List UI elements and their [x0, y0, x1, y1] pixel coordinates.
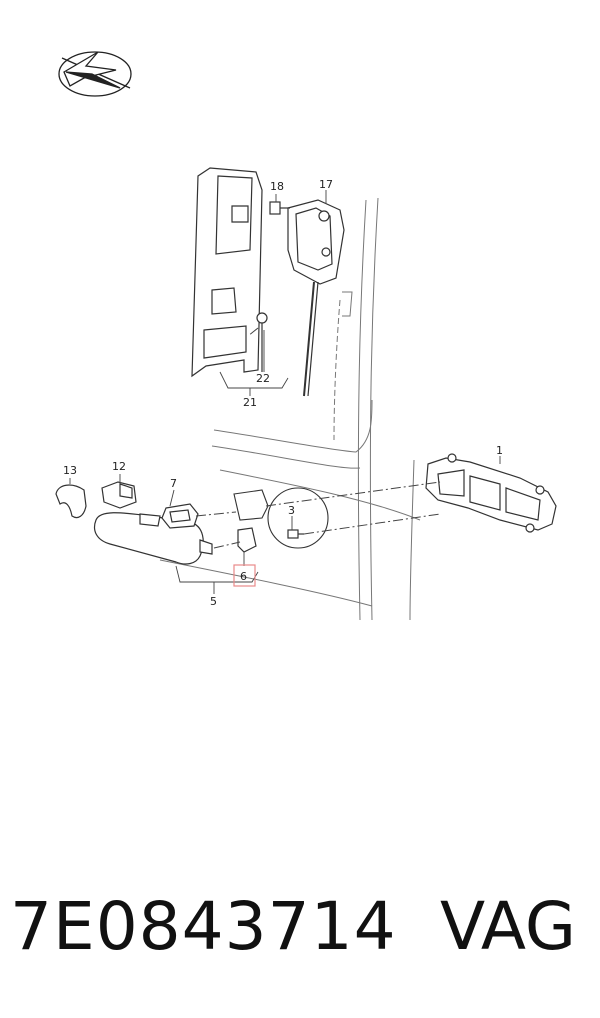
screw-part-18	[269, 201, 290, 215]
pillar-trim-part-21	[191, 167, 263, 378]
clip-part-22	[256, 312, 268, 372]
cap-part-13	[55, 484, 87, 519]
callout-6: 6	[240, 570, 247, 583]
callout-6-highlight	[233, 564, 256, 587]
callout-18: 18	[270, 180, 284, 193]
lock-bracket-part-17	[287, 199, 345, 397]
callout-12: 12	[112, 460, 126, 473]
callout-17: 17	[319, 178, 333, 191]
door-outline	[159, 197, 421, 621]
orientation-icon	[58, 51, 132, 97]
screw-part-3	[287, 529, 304, 539]
seal-part-7	[161, 503, 199, 529]
handle-carrier-part-1	[425, 453, 557, 533]
callout-22: 22	[256, 372, 270, 385]
callout-5: 5	[210, 595, 217, 608]
seal-part-6	[237, 527, 257, 553]
lock-cylinder-part-12	[101, 481, 137, 509]
brand-name: VAG	[440, 888, 577, 965]
callout-1: 1	[496, 444, 503, 457]
callout-13: 13	[63, 464, 77, 477]
callout-7: 7	[170, 477, 177, 490]
callout-labels: 18 17 22 21 13 12 7 3 1 6 5	[63, 178, 503, 608]
callout-21: 21	[243, 396, 257, 409]
assembly-lines	[195, 327, 441, 549]
callout-3: 3	[288, 504, 295, 517]
part-number: 7E0843714	[10, 888, 397, 965]
